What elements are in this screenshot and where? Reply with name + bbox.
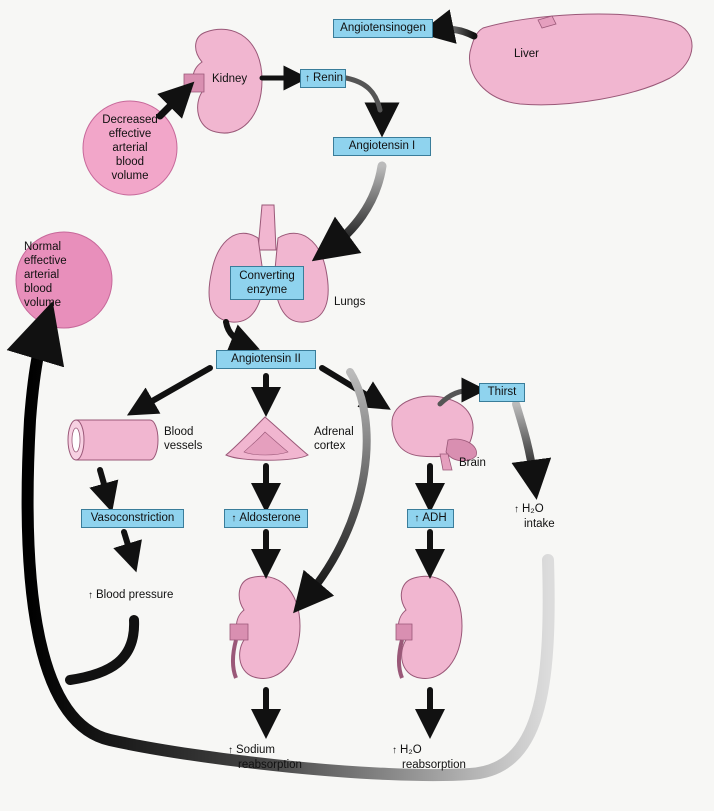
h2o-intake-line1: H₂O [522,503,544,515]
renin-label: Renin [313,72,344,84]
blood-vessels-label: Blood vessels [164,425,202,453]
brain-cerebellum [445,438,477,462]
decreased-volume-text: Decreased effective arterial blood volum… [90,113,170,183]
increase-arrow-icon: ↑ [392,745,397,756]
brain-label: Brain [459,457,486,469]
increase-arrow-icon: ↑ [305,73,310,84]
h2o-reabsorption-line1: H₂O [400,744,422,756]
decreased-line: Decreased [102,114,158,126]
adh-box: ↑ADH [407,509,454,528]
blood-vessels-line: vessels [164,440,203,452]
h2o-reabsorption-label: ↑H₂O reabsorption [392,743,466,772]
liver-label: Liver [514,48,539,60]
blood-vessels-line: Blood [164,426,194,438]
kidney-top-vessels [183,73,205,93]
converting-enzyme-line1: Converting [239,270,295,282]
aldosterone-label: Aldosterone [239,512,301,524]
kidney-top [192,28,263,134]
brain-stem [439,453,453,471]
sodium-line2: reabsorption [238,759,302,771]
angiotensin-i-box: Angiotensin I [333,137,431,156]
increase-arrow-icon: ↑ [88,590,93,601]
normal-line: Normal [24,241,62,253]
decreased-line: volume [111,170,149,182]
lungs-organ [257,204,277,251]
sodium-line1: Sodium [236,744,275,756]
decreased-line: arterial [112,142,148,154]
blood-vessel-cylinder [75,419,159,461]
h2o-intake-line2: intake [524,518,555,530]
adrenal-cortex-line: cortex [314,440,346,452]
flow-arrows [6,9,555,782]
increase-arrow-icon: ↑ [514,504,519,515]
kidney-aldosterone-vessels [229,623,249,641]
decreased-line: blood [115,156,145,168]
adh-label: ADH [422,512,447,524]
thirst-box: Thirst [479,383,525,402]
converting-enzyme-line2: enzyme [246,284,288,296]
aldosterone-box: ↑Aldosterone [224,509,308,528]
normal-line: volume [24,297,62,309]
renin-box: ↑Renin [300,69,346,88]
kidney-label: Kidney [212,73,248,85]
adrenal-cortex-line: Adrenal [314,426,354,438]
kidney-adh-vessels [395,623,413,641]
h2o-reabsorption-line2: reabsorption [402,759,466,771]
liver-duct [537,15,557,29]
increase-arrow-icon: ↑ [414,513,420,524]
angiotensinogen-box: Angiotensinogen [333,19,433,38]
increase-arrow-icon: ↑ [231,513,237,524]
sodium-reabsorption-label: ↑Sodium reabsorption [228,743,302,772]
blood-pressure-label: ↑Blood pressure [88,588,173,603]
converting-enzyme-box: Converting enzyme [230,266,304,300]
decreased-volume-circle [82,100,178,196]
h2o-intake-label: ↑H₂O intake [514,502,555,531]
decreased-line: effective [108,128,152,140]
kidney-adh [398,575,463,679]
normal-volume-text: Normal effective arterial blood volume [24,240,84,310]
normal-line: blood [24,283,53,295]
normal-line: arterial [24,269,60,281]
liver-organ [468,13,693,106]
adrenal-cortex-label: Adrenal cortex [314,425,354,453]
vasoconstriction-box: Vasoconstriction [81,509,184,528]
lungs-label: Lungs [334,296,366,308]
blood-pressure-text: Blood pressure [96,589,174,601]
angiotensin-ii-box: Angiotensin II [216,350,316,369]
normal-line: effective [24,255,67,267]
increase-arrow-icon: ↑ [228,745,233,756]
